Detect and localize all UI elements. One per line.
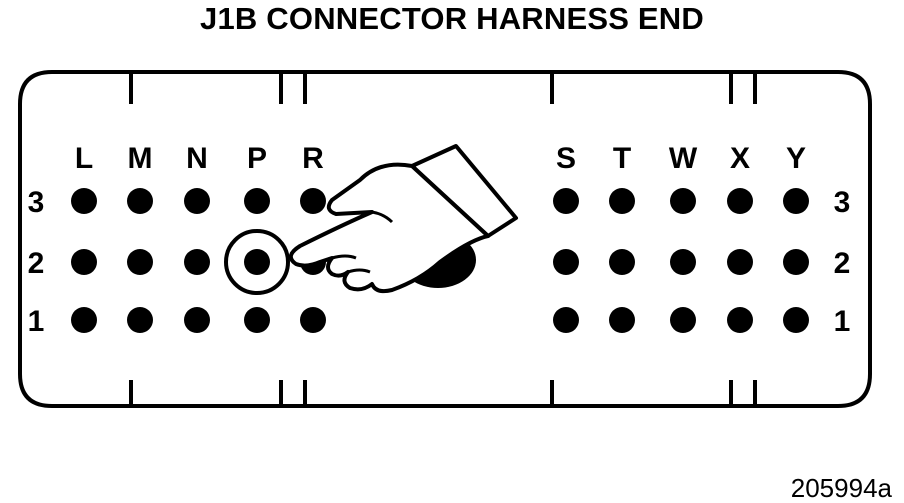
pin-s1 bbox=[553, 307, 579, 333]
pin-l2 bbox=[71, 249, 97, 275]
diagram-title: J1B CONNECTOR HARNESS END bbox=[200, 1, 704, 36]
column-label-m: M bbox=[128, 142, 153, 175]
pin-s3 bbox=[553, 188, 579, 214]
pin-s2 bbox=[553, 249, 579, 275]
row-label-right-1: 1 bbox=[834, 305, 851, 338]
pin-w1 bbox=[670, 307, 696, 333]
pin-r1 bbox=[300, 307, 326, 333]
pointing-hand-icon bbox=[288, 144, 518, 294]
pin-l1 bbox=[71, 307, 97, 333]
pin-t2 bbox=[609, 249, 635, 275]
pin-n3 bbox=[184, 188, 210, 214]
pin-m1 bbox=[127, 307, 153, 333]
row-label-left-2: 2 bbox=[28, 247, 45, 280]
pin-n2 bbox=[184, 249, 210, 275]
figure-id: 205994a bbox=[790, 473, 892, 503]
column-label-p: P bbox=[247, 142, 267, 175]
pin-y2 bbox=[783, 249, 809, 275]
column-label-n: N bbox=[186, 142, 208, 175]
pin-y1 bbox=[783, 307, 809, 333]
pin-t3 bbox=[609, 188, 635, 214]
pin-t1 bbox=[609, 307, 635, 333]
pin-x3 bbox=[727, 188, 753, 214]
pin-x2 bbox=[727, 249, 753, 275]
highlighted-pin-ring bbox=[224, 229, 290, 295]
row-label-left-1: 1 bbox=[28, 305, 45, 338]
pin-w3 bbox=[670, 188, 696, 214]
column-label-s: S bbox=[556, 142, 576, 175]
pin-r3 bbox=[300, 188, 326, 214]
column-label-l: L bbox=[75, 142, 93, 175]
row-label-right-3: 3 bbox=[834, 186, 851, 219]
column-label-y: Y bbox=[786, 142, 806, 175]
pin-n1 bbox=[184, 307, 210, 333]
pin-p2 bbox=[244, 249, 270, 275]
connector-housing bbox=[18, 70, 872, 408]
column-label-x: X bbox=[730, 142, 750, 175]
pin-w2 bbox=[670, 249, 696, 275]
row-label-left-3: 3 bbox=[28, 186, 45, 219]
row-label-right-2: 2 bbox=[834, 247, 851, 280]
column-label-w: W bbox=[669, 142, 698, 175]
pin-x1 bbox=[727, 307, 753, 333]
housing-key-marks bbox=[129, 72, 757, 406]
pin-p1 bbox=[244, 307, 270, 333]
column-label-t: T bbox=[613, 142, 631, 175]
pin-y3 bbox=[783, 188, 809, 214]
pin-m3 bbox=[127, 188, 153, 214]
pin-m2 bbox=[127, 249, 153, 275]
pin-p3 bbox=[244, 188, 270, 214]
pin-l3 bbox=[71, 188, 97, 214]
column-label-r: R bbox=[302, 142, 324, 175]
